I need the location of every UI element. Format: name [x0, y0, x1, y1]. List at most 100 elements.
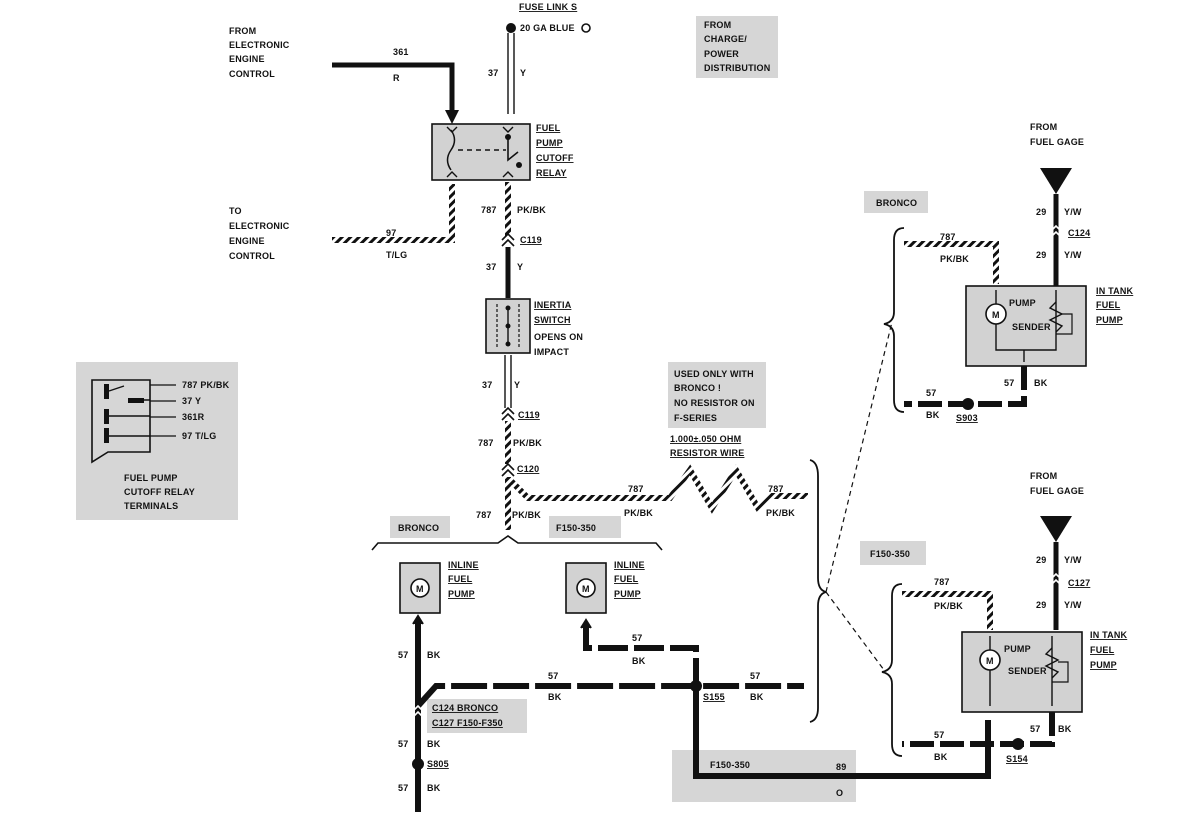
wire-57-f150-label: 57: [632, 633, 642, 643]
terminals-caption-line1: FUEL PUMP: [124, 473, 178, 483]
wire-57-bronco-tank-label: 57: [1004, 378, 1014, 388]
wire-57-f150-color: BK: [632, 656, 646, 666]
relay-terminals-inset: 787 PK/BK 37 Y 361R 97 T/LG FUEL PUMP CU…: [91, 379, 230, 511]
wire-57-right-color: BK: [750, 692, 764, 702]
splice-s154-label: S154: [1006, 754, 1028, 764]
wire-57-bottom-color: BK: [427, 783, 441, 793]
fuse-splice-dot: [506, 23, 516, 33]
connector-c119-low: [501, 406, 515, 421]
splice-s805-label: S805: [427, 759, 449, 769]
svg-text:M: M: [992, 310, 1000, 320]
splice-s154-dot: [1012, 738, 1024, 750]
splice-s155-dot: [690, 680, 702, 692]
inline-f150-line3: PUMP: [614, 589, 641, 599]
f150-right-label: F150-350: [870, 549, 910, 559]
bronco-mid-label: BRONCO: [398, 523, 439, 533]
inertia-label-line4: IMPACT: [534, 347, 569, 357]
from-charge-line1: FROM: [704, 20, 731, 30]
gage-arrow-bronco: [1040, 168, 1072, 194]
wire-57-s903-label: 57: [926, 388, 936, 398]
wire-787-lower-color: PK/BK: [512, 510, 541, 520]
bronco-top-label: BRONCO: [876, 198, 917, 208]
inertia-label-line1: INERTIA: [534, 300, 572, 310]
connector-c127-label: C127: [1068, 578, 1090, 588]
wire-29-bronco-label: 29: [1036, 207, 1046, 217]
connector-c120: [501, 462, 515, 477]
branch-bracket: [371, 535, 663, 551]
used-only-line3: NO RESISTOR ON: [674, 398, 755, 408]
connector-c124-c127: [411, 704, 425, 719]
from-charge-line3: POWER: [704, 49, 739, 59]
inline-bronco-line2: FUEL: [448, 574, 473, 584]
dashed-link-bronco: [825, 321, 893, 593]
in-tank-fuel-pump-f150: M PUMP SENDER: [961, 631, 1083, 713]
wire-37-lower: [504, 355, 512, 408]
wire-29-bronco2-color: Y/W: [1064, 250, 1082, 260]
wire-787-right-color: PK/BK: [766, 508, 795, 518]
from-charge-line2: CHARGE/: [704, 34, 747, 44]
terminal-787-label: 787 PK/BK: [182, 380, 230, 390]
from-gage-bronco-line1: FROM: [1030, 122, 1057, 132]
f150-mid-label-bg: [549, 516, 621, 538]
inline-f150-line1: INLINE: [614, 560, 645, 570]
terminal-97-label: 97 T/LG: [182, 431, 216, 441]
wire-57-bronco-arrow: [412, 614, 424, 625]
wire-787-right-label: 787: [768, 484, 784, 494]
wire-37-mid-label: 37: [486, 262, 496, 272]
wire-57-f150-tank-label: 57: [1030, 724, 1040, 734]
wire-787-relay-color: PK/BK: [517, 205, 546, 215]
wire-787-f150-color: PK/BK: [934, 601, 963, 611]
wire-787-f150: [902, 591, 993, 630]
wire-787-mid-color: PK/BK: [513, 438, 542, 448]
wire-29-bronco-color: Y/W: [1064, 207, 1082, 217]
connector-c120-label: C120: [517, 464, 539, 474]
from-eec-line3: ENGINE: [229, 54, 265, 64]
connector-c127-top: [1049, 572, 1063, 587]
inertia-switch: [485, 298, 531, 354]
wire-57-right-label: 57: [750, 671, 760, 681]
relay-label-line3: CUTOFF: [536, 153, 574, 163]
wire-37-top: [507, 33, 515, 114]
from-eec-line2: ELECTRONIC: [229, 40, 290, 50]
wire-57-f150-tank: [902, 712, 1055, 747]
relay-label-line1: FUEL: [536, 123, 561, 133]
wire-29-f150b-label: 29: [1036, 600, 1046, 610]
inline-fuel-pump-f150: M: [565, 562, 607, 614]
terminals-caption-line3: TERMINALS: [124, 501, 178, 511]
wire-97-label: 97: [386, 228, 396, 238]
splice-s155-label: S155: [703, 692, 725, 702]
resistor-label-line1: 1.000±.050 OHM: [670, 434, 741, 444]
ga-blue-label: 20 GA BLUE: [520, 23, 575, 33]
from-eec-line4: CONTROL: [229, 69, 275, 79]
wire-787-bronco-label: 787: [940, 232, 956, 242]
from-eec-line1: FROM: [229, 26, 256, 36]
inline-bronco-line1: INLINE: [448, 560, 479, 570]
fuse-link-label: FUSE LINK S: [519, 2, 577, 12]
wire-787-f150-label: 787: [934, 577, 950, 587]
f150-brace: [881, 583, 903, 757]
terminal-37-label: 37 Y: [182, 396, 201, 406]
wire-97: [332, 184, 455, 243]
wire-57-bronco-label: 57: [398, 650, 408, 660]
bronco-mid-label-bg: [390, 516, 450, 538]
wire-37-lower-label: 37: [482, 380, 492, 390]
to-eec-line2: ELECTRONIC: [229, 221, 290, 231]
wire-787-bronco-color: PK/BK: [940, 254, 969, 264]
from-gage-bronco-line2: FUEL GAGE: [1030, 137, 1084, 147]
wire-29-bronco2-label: 29: [1036, 250, 1046, 260]
wire-787-resistor-label: 787: [628, 484, 644, 494]
wire-787-mid-label: 787: [478, 438, 494, 448]
f150-right-label-bg: [860, 541, 926, 565]
wire-57-f150-arrow: [580, 618, 592, 629]
wire-89: [693, 690, 991, 779]
f150-mid-label: F150-350: [556, 523, 596, 533]
used-only-line2: BRONCO !: [674, 383, 721, 393]
wire-37-mid-color: Y: [517, 262, 523, 272]
in-tank-f150-line3: PUMP: [1090, 660, 1117, 670]
inline-f150-line2: FUEL: [614, 574, 639, 584]
fuel-pump-cutoff-relay: [431, 123, 531, 181]
svg-text:M: M: [416, 584, 424, 594]
wire-97-color: T/LG: [386, 250, 407, 260]
